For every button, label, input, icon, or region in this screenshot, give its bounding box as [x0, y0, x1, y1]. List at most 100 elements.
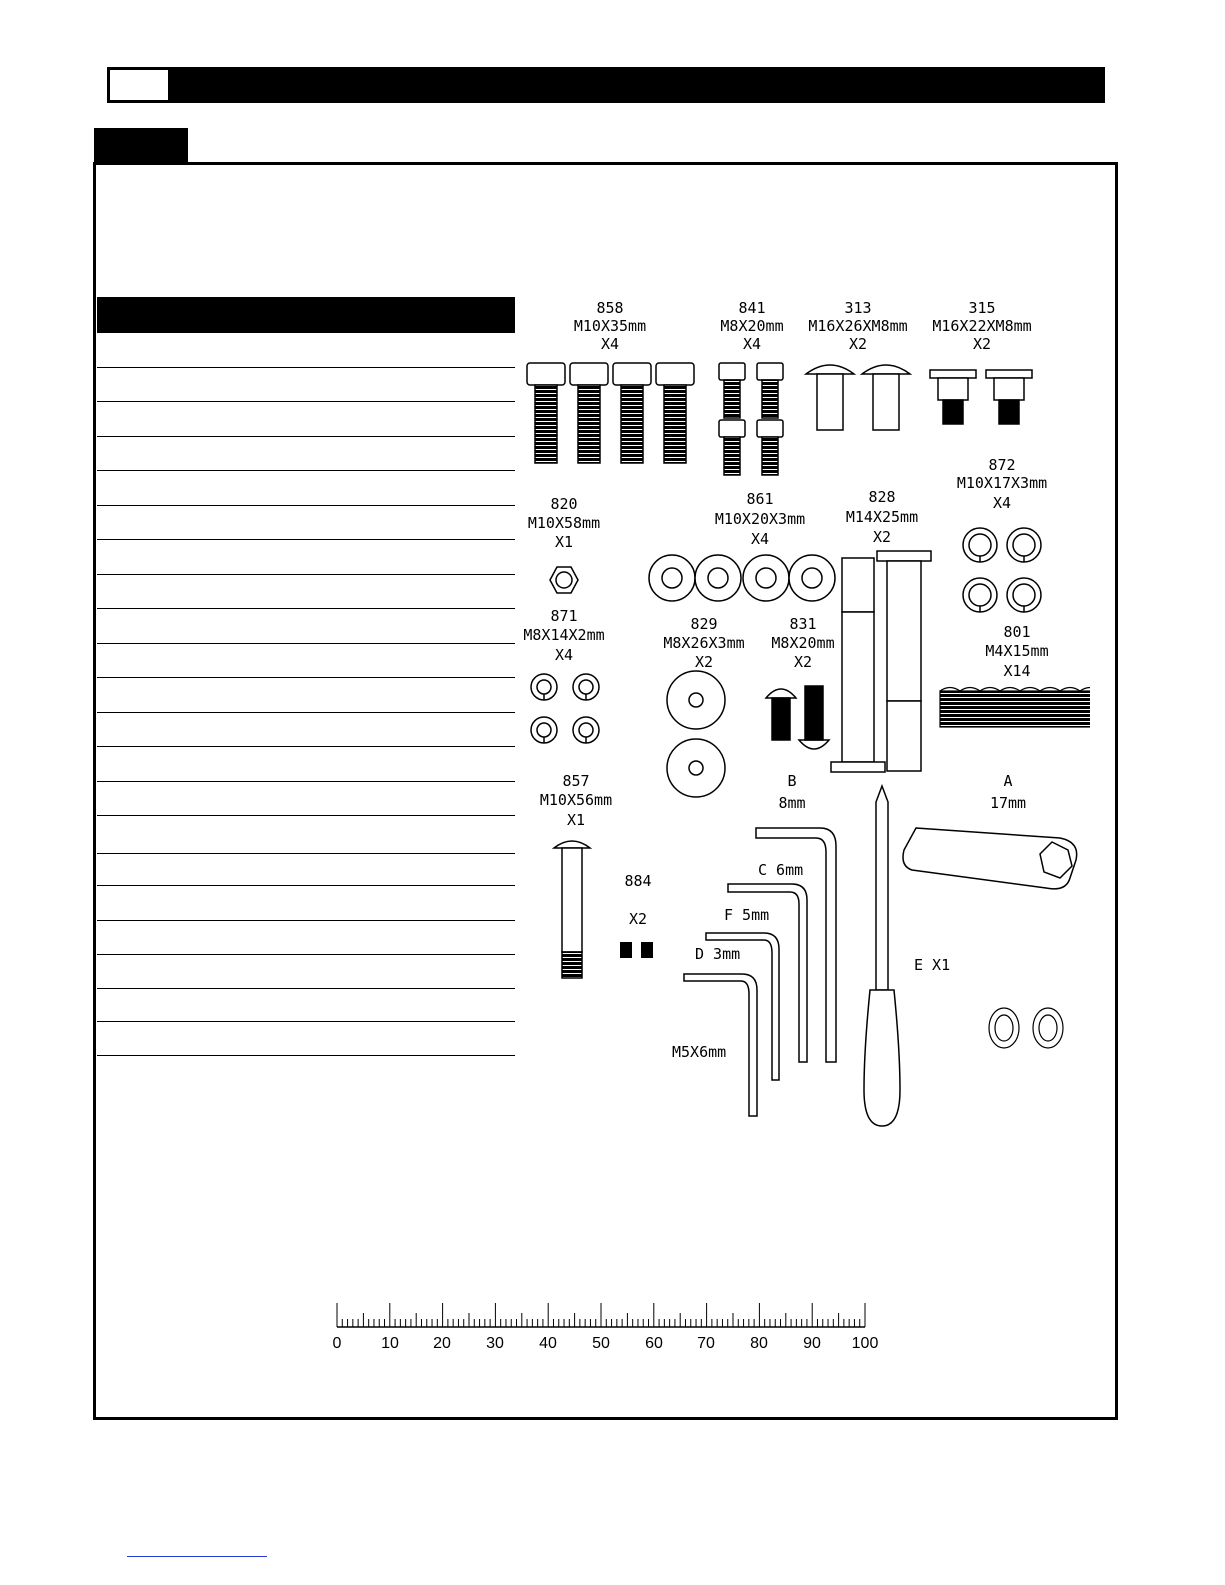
ruler-label-100: 100: [852, 1335, 879, 1352]
table-row: [97, 781, 515, 782]
part-801-number: 801: [1003, 623, 1030, 641]
ruler-label-40: 40: [539, 1335, 557, 1352]
tool-a-letter: A: [1003, 772, 1012, 790]
part-841-qty: X4: [743, 335, 761, 353]
table-row: [97, 1055, 515, 1056]
screw-801-icon: [939, 686, 1090, 728]
table-row: [97, 643, 515, 644]
lock-washer-871-icon: [530, 673, 600, 744]
header-page-box: [110, 70, 168, 100]
part-313-number: 313: [844, 299, 871, 317]
ruler-label-30: 30: [486, 1335, 504, 1352]
part-871-qty: X4: [555, 646, 573, 664]
ruler-label-10: 10: [381, 1335, 399, 1352]
table-row: [97, 401, 515, 402]
part-872-qty: X4: [993, 494, 1011, 512]
table-row: [97, 608, 515, 609]
ruler-label-20: 20: [433, 1335, 451, 1352]
table-row: [97, 746, 515, 747]
bolt-858-icon: [526, 362, 695, 464]
table-row: [97, 470, 515, 471]
part-857-size: M10X56mm: [540, 791, 612, 809]
table-row: [97, 815, 515, 816]
part-829-qty: X2: [695, 653, 713, 671]
tool-m5-label: M5X6mm: [672, 1043, 726, 1061]
table-row: [97, 1021, 515, 1022]
part-801-qty: X14: [1003, 662, 1030, 680]
part-820-size: M10X58mm: [528, 514, 600, 532]
part-831-size: M8X20mm: [771, 634, 834, 652]
part-871-number: 871: [550, 607, 577, 625]
part-858-number: 858: [596, 299, 623, 317]
part-857-qty: X1: [567, 811, 585, 829]
part-861-qty: X4: [751, 530, 769, 548]
table-row: [97, 885, 515, 886]
ruler-label-60: 60: [645, 1335, 663, 1352]
table-row: [97, 712, 515, 713]
tool-b-letter: B: [787, 772, 796, 790]
ruler-label-50: 50: [592, 1335, 610, 1352]
table-row: [97, 677, 515, 678]
part-315-size: M16X22XM8mm: [932, 317, 1031, 335]
part-841-number: 841: [738, 299, 765, 317]
nut-820-icon: [549, 566, 579, 594]
table-row: [97, 436, 515, 437]
part-871-size: M8X14X2mm: [523, 626, 604, 644]
tool-e-label: E X1: [914, 956, 950, 974]
part-828-number: 828: [868, 488, 895, 506]
part-831-number: 831: [789, 615, 816, 633]
tool-d-label: D 3mm: [695, 945, 740, 963]
table-row: [97, 988, 515, 989]
axle-828-icon: [830, 550, 932, 773]
measurement-ruler: 0 10 20 30 40 50 60 70 80 90 100: [333, 1303, 879, 1352]
parts-list-table: [97, 297, 515, 1059]
part-841-size: M8X20mm: [720, 317, 783, 335]
part-858-qty: X4: [601, 335, 619, 353]
bushing-313-icon: [803, 364, 913, 431]
tool-b-size: 8mm: [778, 794, 805, 812]
part-884-qty: X2: [629, 910, 647, 928]
hardware-figure: 858 M10X35mm X4 841 M8X20mm X4 313 M16X2…: [523, 299, 1090, 1127]
screwdriver-icon: [863, 783, 901, 1127]
lock-washer-872-icon: [962, 527, 1042, 613]
tool-c-label: C 6mm: [758, 861, 803, 879]
ruler-label-0: 0: [333, 1335, 342, 1352]
parts-list-header: [97, 297, 515, 333]
header-bar: [107, 67, 1105, 103]
table-row: [97, 574, 515, 575]
table-row: [97, 367, 515, 368]
tool-f-label: F 5mm: [724, 906, 769, 924]
washer-829-icon: [666, 670, 726, 798]
set-screw-884-icon: [620, 942, 653, 958]
part-820-qty: X1: [555, 533, 573, 551]
part-313-qty: X2: [849, 335, 867, 353]
ruler-label-70: 70: [697, 1335, 715, 1352]
button-bolt-831-icon: [764, 685, 831, 750]
part-828-qty: X2: [873, 528, 891, 546]
part-801-size: M4X15mm: [985, 642, 1048, 660]
washer-pair-icon: [988, 1007, 1064, 1049]
tool-a-size: 17mm: [990, 794, 1026, 812]
washer-861-icon: [648, 554, 836, 602]
part-828-size: M14X25mm: [846, 508, 918, 526]
hardware-pack-frame: [93, 162, 1118, 1420]
bolt-857-icon: [551, 840, 593, 979]
part-861-number: 861: [746, 490, 773, 508]
part-872-number: 872: [988, 456, 1015, 474]
part-829-size: M8X26X3mm: [663, 634, 744, 652]
section-tab: [94, 128, 188, 164]
part-829-number: 829: [690, 615, 717, 633]
part-820-number: 820: [550, 495, 577, 513]
ruler-ticks: [336, 1303, 866, 1327]
hex-key-set-icon: [683, 827, 837, 1117]
bolt-841-icon: [718, 362, 784, 476]
ruler-label-80: 80: [750, 1335, 768, 1352]
bushing-315-icon: [929, 369, 1033, 425]
part-872-size: M10X17X3mm: [957, 474, 1047, 492]
footer-link-underline[interactable]: [127, 1556, 267, 1557]
part-315-number: 315: [968, 299, 995, 317]
part-831-qty: X2: [794, 653, 812, 671]
part-857-number: 857: [562, 772, 589, 790]
table-row: [97, 954, 515, 955]
socket-wrench-icon: [902, 827, 1078, 890]
